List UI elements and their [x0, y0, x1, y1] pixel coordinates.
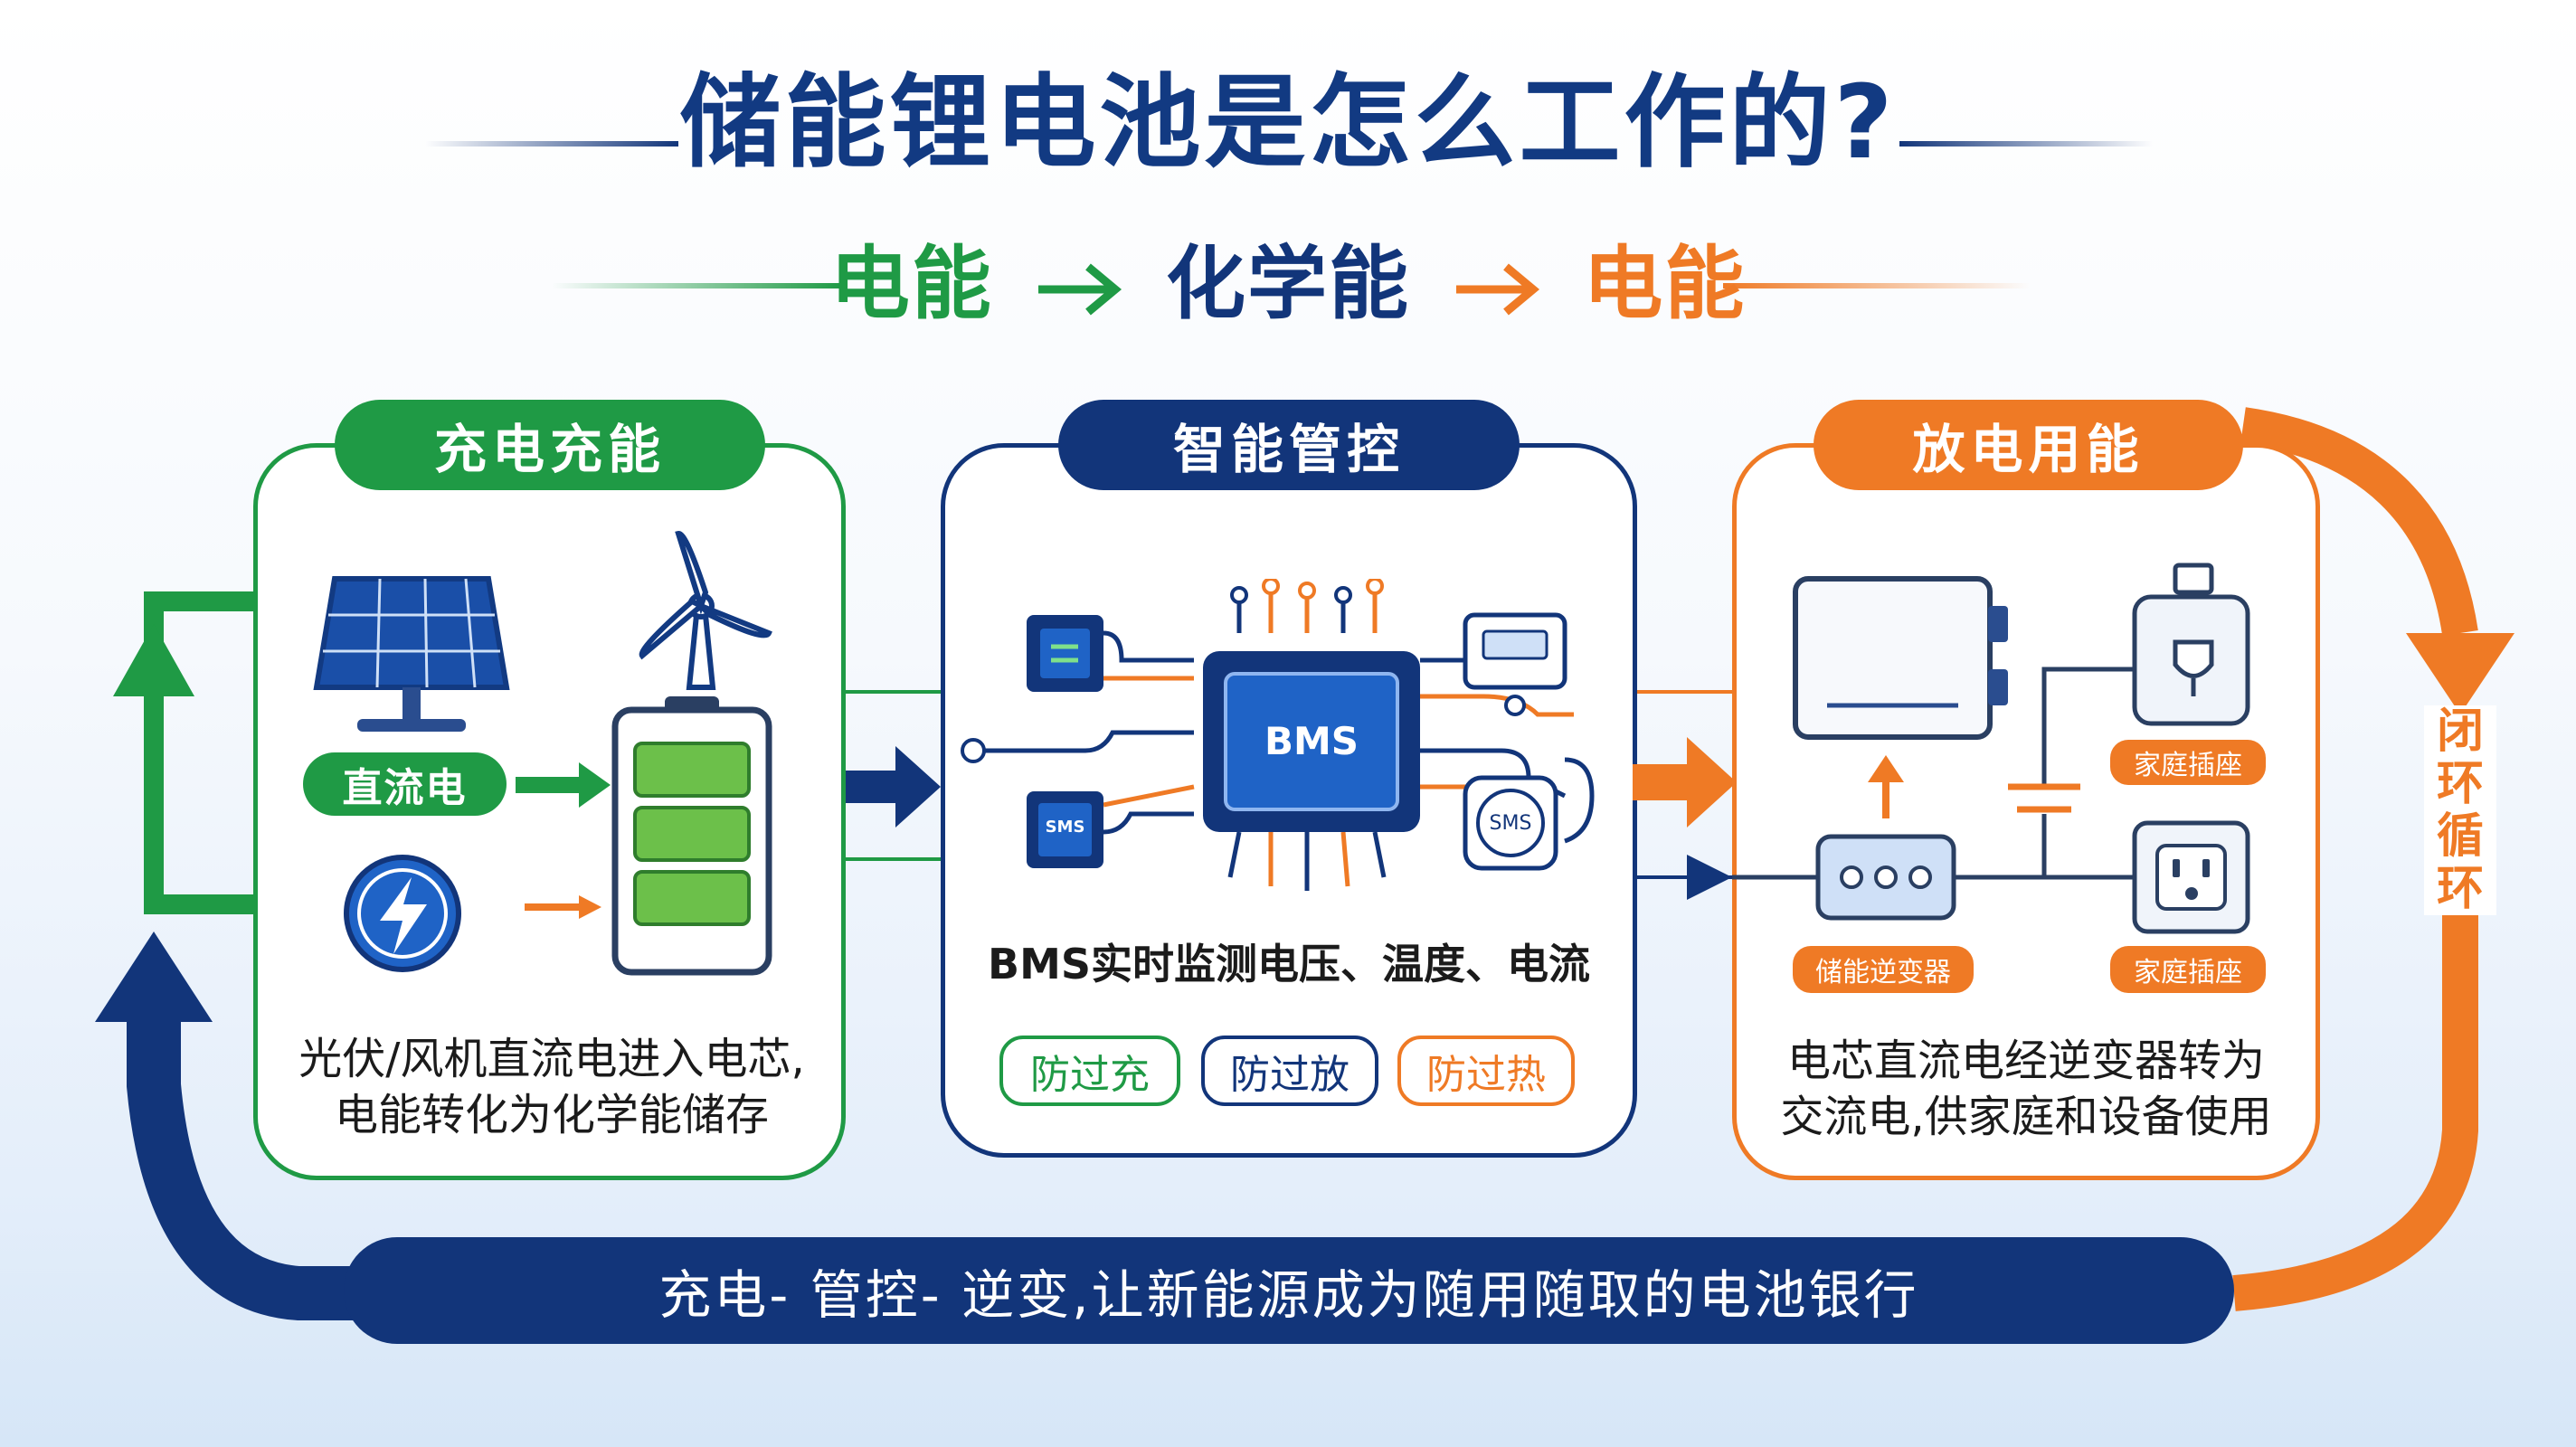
dc-label: 直流电: [303, 752, 507, 816]
bms-description: BMS实时监测电压、温度、电流: [988, 940, 1590, 988]
subtitle-electric-1: 电能: [829, 237, 993, 330]
tag-home-outlet-2: 家庭插座: [2110, 946, 2266, 993]
control-panel-title: 智能管控: [1058, 400, 1520, 490]
lightning-bolt-icon: [344, 855, 461, 972]
energy-flow-subtitle: 电能 化学能 电能: [0, 244, 2576, 324]
discharge-panel-title: 放电用能: [1814, 400, 2243, 490]
plug-socket-icon: [2132, 563, 2250, 726]
navy-small-arrow-icon: [1687, 855, 1732, 900]
navy-up-arrowhead-icon: [95, 932, 213, 1022]
discharge-desc-line2: 交流电,供家庭和设备使用: [1780, 1092, 2272, 1142]
discharge-illustration: [1732, 563, 2250, 934]
charge-desc-line2: 电能转化为化学能储存: [334, 1090, 769, 1140]
tag-home-outlet-1: 家庭插座: [2110, 740, 2266, 785]
orange-right-arrow-icon: [1633, 737, 1737, 828]
orange-arrow-icon: [525, 895, 601, 919]
closed-loop-label: 闭 环 循 环: [2424, 705, 2496, 915]
tag-inverter: 储能逆变器: [1793, 946, 1974, 993]
green-up-arrowhead-icon: [113, 624, 194, 696]
inverter-cabinet-icon: [1793, 576, 2008, 740]
sms-chip-label: SMS: [1045, 818, 1085, 837]
charge-desc-line1: 光伏/风机直流电进入电芯,: [298, 1034, 805, 1084]
discharge-desc-line1: 电芯直流电经逆变器转为: [1786, 1036, 2265, 1086]
subtitle-chemical: 化学能: [1165, 237, 1410, 330]
badge-overcharge: 防过充: [999, 1036, 1180, 1106]
charge-panel-title: 充电充能: [335, 400, 765, 490]
solar-panel-icon: [313, 576, 510, 732]
charge-illustration: [313, 531, 772, 976]
bottom-banner: 充电- 管控- 逆变,让新能源成为随用随取的电池银行: [344, 1237, 2234, 1344]
inverter-device-icon: [1815, 834, 1956, 921]
navy-right-arrow-icon: [846, 746, 941, 828]
orange-down-arrowhead-icon: [2406, 633, 2514, 714]
badge-overdischarge: 防过放: [1201, 1036, 1378, 1106]
badge-overheat: 防过热: [1397, 1036, 1575, 1106]
arrow-right-icon: [1038, 263, 1122, 316]
wind-turbine-icon: [639, 531, 772, 690]
dc-arrow-icon: [516, 762, 611, 808]
battery-icon: [611, 696, 772, 976]
sms-box-label: SMS: [1489, 812, 1532, 835]
page-title: 储能锂电池是怎么工作的?: [679, 64, 1897, 182]
wall-socket-icon: [2132, 820, 2250, 934]
bms-chip-label: BMS: [1264, 719, 1359, 763]
discharge-description: 电芯直流电经逆变器转为 交流电,供家庭和设备使用: [1737, 1033, 2316, 1145]
charge-description: 光伏/风机直流电进入电芯, 电能转化为化学能储存: [262, 1031, 841, 1143]
title-decor-lines: [425, 141, 2153, 288]
subtitle-electric-2: 电能: [1583, 237, 1747, 330]
bms-circuit-illustration: [961, 579, 1595, 891]
up-arrow-icon: [1868, 755, 1904, 818]
arrow-right-icon: [1455, 263, 1539, 316]
